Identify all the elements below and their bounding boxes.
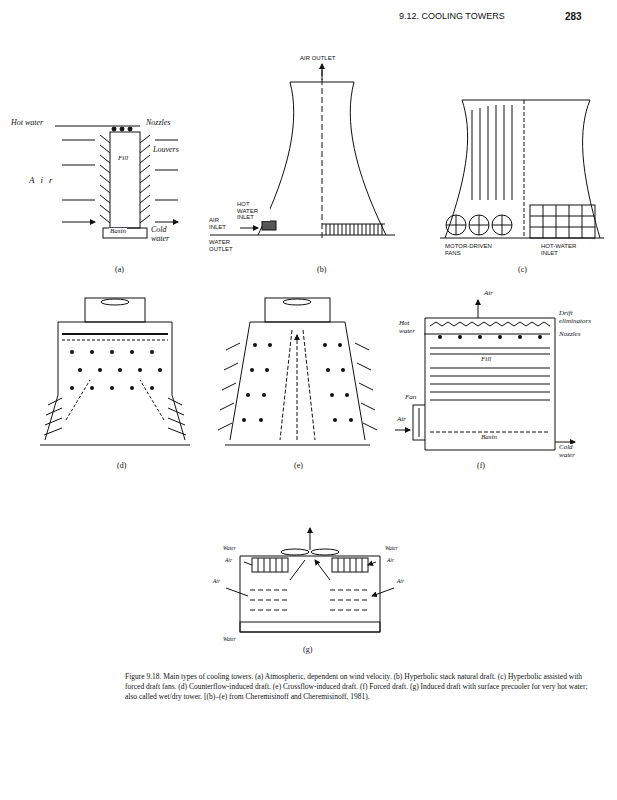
figure-label: (c) [517,266,528,275]
forced-draft-tower [395,300,575,450]
figure-label: (a) [114,266,125,275]
figure-label: Hot water [10,119,44,128]
figure-label: HOT WATER INLET [236,201,270,221]
figure-label: Fill [117,155,129,163]
figure-label: Nozzles [558,331,581,339]
figure-label: Air [483,290,494,298]
figure-label: Basin [480,434,498,442]
figure-label: Air [396,416,407,424]
atmospheric-tower [55,126,178,238]
figure-label: Drift eliminators [558,310,604,325]
figure-label: Water [384,545,399,551]
fan-assisted-hyperbolic-tower [440,100,604,238]
counterflow-tower [40,298,190,445]
figure-label: Louvers [152,146,180,155]
figure-label: AIR INLET [208,217,236,230]
figure-label: (e) [293,462,304,471]
wet-dry-tower [226,528,394,632]
figure-label: Air [396,578,405,584]
crossflow-tower [218,298,377,445]
figure-label: (d) [116,462,127,471]
figure-label: 9.12. COOLING TOWERS [398,12,506,22]
figure-label: HOT-WATER INLET [540,243,584,256]
figure-label: 283 [564,11,583,22]
figure-label: Fan [404,394,417,402]
figure-label: Hot water [398,320,424,335]
hyperbolic-tower [210,64,395,240]
figure-label: (b) [316,266,327,275]
figure-label: MOTOR-DRIVEN FANS [444,243,496,256]
figure-label: Air [28,176,60,186]
figure-label: Fill [480,356,492,364]
figure-label: Cold water [558,444,588,459]
figure-label: Nozzles [145,119,171,128]
figure-label: (g) [302,646,313,655]
figure-label: Water [222,636,237,642]
figure-label: Water [222,545,237,551]
figure-label: Air [224,557,233,563]
figure-label: AIR OUTLET [299,55,336,62]
figure-caption: Figure 9.18. Main types of cooling tower… [125,672,595,701]
figure-label: Cold water [150,226,182,244]
figure-label: Air [386,557,395,563]
figure-label: Air [212,578,221,584]
figure-label: (f) [476,462,486,471]
figure-label: WATER OUTLET [208,239,244,252]
figure-label: Basin [109,228,127,236]
